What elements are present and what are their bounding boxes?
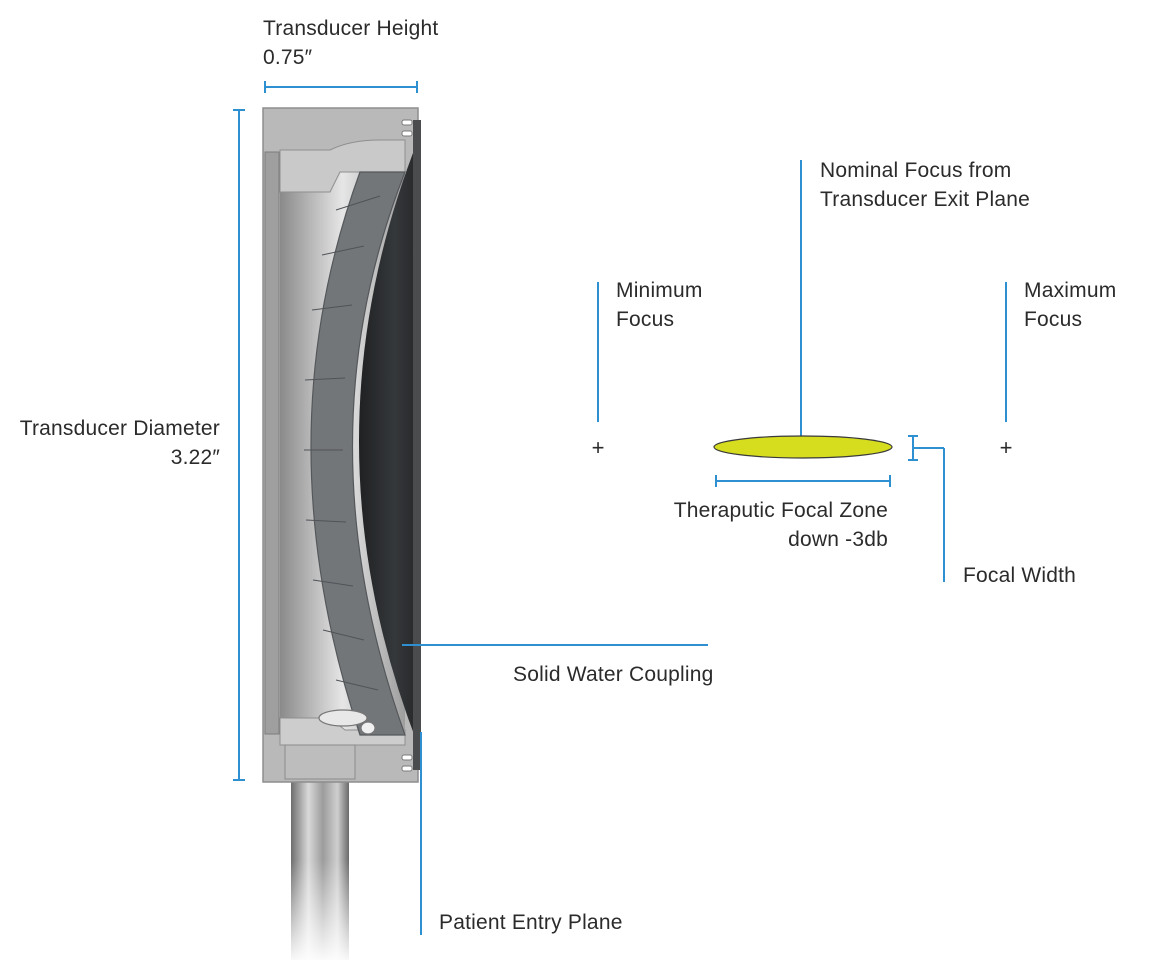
piezo-segment-lines: [304, 195, 381, 691]
maximum-focus-marker: +: [1000, 435, 1013, 460]
back-plate: [264, 151, 280, 735]
transducer-diameter-label: Transducer Diameter 3.22″: [20, 414, 220, 472]
focal-zone-line2: down -3db: [788, 528, 888, 551]
transducer-height-label: Transducer Height 0.75″: [263, 14, 438, 72]
transducer-housing: [262, 107, 421, 960]
solid-water-text: Solid Water Coupling: [513, 663, 714, 686]
focal-width-label: Focal Width: [963, 561, 1076, 590]
upper-shoulder: [279, 139, 406, 193]
transducer-diameter-value: 3.22″: [170, 446, 220, 469]
housing-slots: [401, 119, 413, 772]
fluid-fitting-port: [360, 721, 376, 735]
maximum-focus-line1: Maximum: [1024, 279, 1117, 302]
front-face: [413, 120, 421, 770]
solid-water-label: Solid Water Coupling: [513, 660, 714, 689]
minimum-focus-line1: Minimum: [616, 279, 703, 302]
nominal-focus-line2: Transducer Exit Plane: [820, 188, 1031, 211]
connector-tube-fade: [291, 860, 349, 960]
focal-zone-ellipse: [713, 435, 893, 459]
callout-lines: [233, 81, 1007, 935]
focal-zone-label: Theraputic Focal Zone down -3db: [674, 496, 888, 554]
patient-entry-label: Patient Entry Plane: [439, 908, 623, 937]
maximum-focus-label: Maximum Focus: [1024, 276, 1116, 334]
transducer-height-value: 0.75″: [263, 46, 313, 69]
coupling-lens: [359, 140, 418, 745]
minimum-focus-label: Minimum Focus: [616, 276, 703, 334]
nominal-focus-line1: Nominal Focus from: [820, 159, 1012, 182]
transducer-diameter-title: Transducer Diameter: [19, 417, 220, 440]
piezo-element: [310, 171, 406, 736]
nominal-focus-label: Nominal Focus from Transducer Exit Plane: [820, 156, 1030, 214]
transducer-height-title: Transducer Height: [263, 17, 439, 40]
focal-width-text: Focal Width: [963, 564, 1077, 587]
minimum-focus-marker: +: [592, 435, 605, 460]
patient-entry-text: Patient Entry Plane: [439, 911, 623, 934]
focal-zone-line1: Theraputic Focal Zone: [673, 499, 888, 522]
fluid-fitting: [318, 709, 368, 727]
minimum-focus-line2: Focus: [616, 308, 675, 331]
maximum-focus-line2: Focus: [1024, 308, 1083, 331]
tube-collar: [284, 744, 356, 780]
